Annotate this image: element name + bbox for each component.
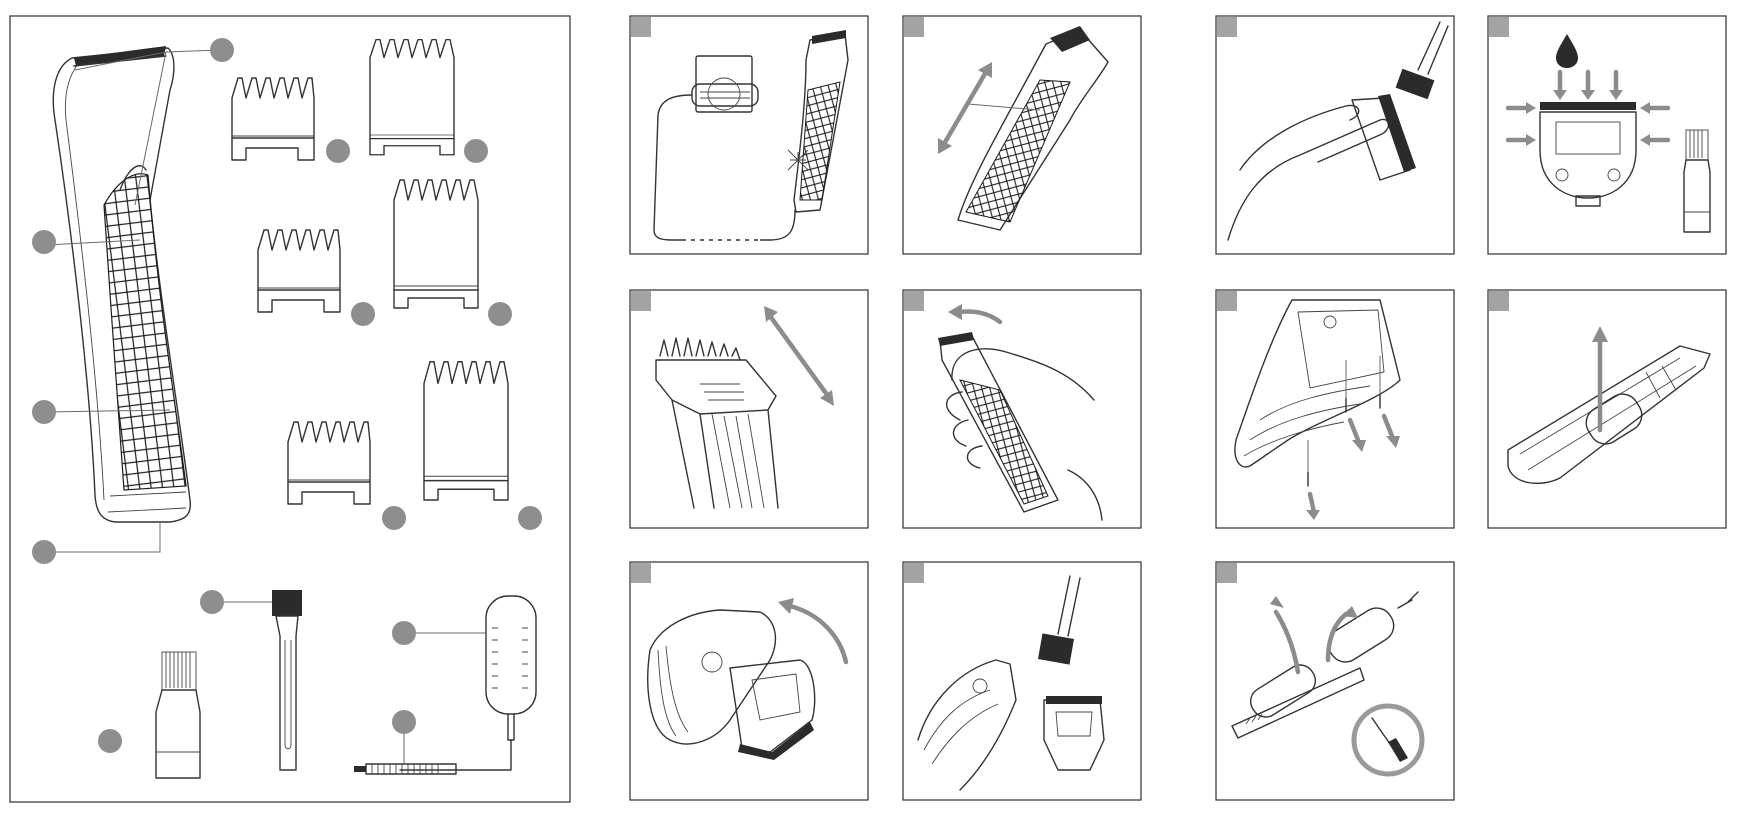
step-number-badge <box>904 17 924 37</box>
callout-marker <box>488 302 512 326</box>
step-panel-clean-blade <box>1216 16 1454 254</box>
callout-marker <box>464 139 488 163</box>
step-number-badge <box>1217 17 1237 37</box>
overview-panel <box>10 16 570 802</box>
step-number-badge <box>631 291 651 311</box>
step-number-badge <box>631 563 651 583</box>
step-panel-hold-rotate <box>903 290 1141 528</box>
callout-marker <box>351 302 375 326</box>
step-panel-comb-attach <box>630 290 868 528</box>
step-number-badge <box>631 17 651 37</box>
step-panel-brush-head <box>903 562 1141 800</box>
callout-marker <box>32 230 56 254</box>
step-panel-oil-blade <box>1488 16 1726 254</box>
step-panel-battery-remove <box>1488 290 1726 528</box>
step-panel-recycle-battery <box>1216 562 1454 800</box>
callout-marker <box>518 506 542 530</box>
callout-marker <box>210 38 234 62</box>
step-panel-remove-screws <box>1216 290 1454 528</box>
callout-marker <box>392 710 416 734</box>
callout-marker <box>326 139 350 163</box>
step-number-badge <box>904 291 924 311</box>
step-number-badge <box>1489 291 1509 311</box>
callout-marker <box>392 621 416 645</box>
step-number-badge <box>904 563 924 583</box>
callout-marker <box>200 590 224 614</box>
step-number-badge <box>1217 291 1237 311</box>
callout-marker <box>382 506 406 530</box>
step-number-badge <box>1489 17 1509 37</box>
step-panel-charging <box>630 16 868 254</box>
charging-light-icon <box>788 150 808 170</box>
step-panel-head-remove <box>630 562 868 800</box>
step-panel-trim-motion <box>903 16 1141 254</box>
callout-marker <box>32 400 56 424</box>
step-number-badge <box>1217 563 1237 583</box>
callout-marker <box>98 729 122 753</box>
callout-marker <box>32 540 56 564</box>
